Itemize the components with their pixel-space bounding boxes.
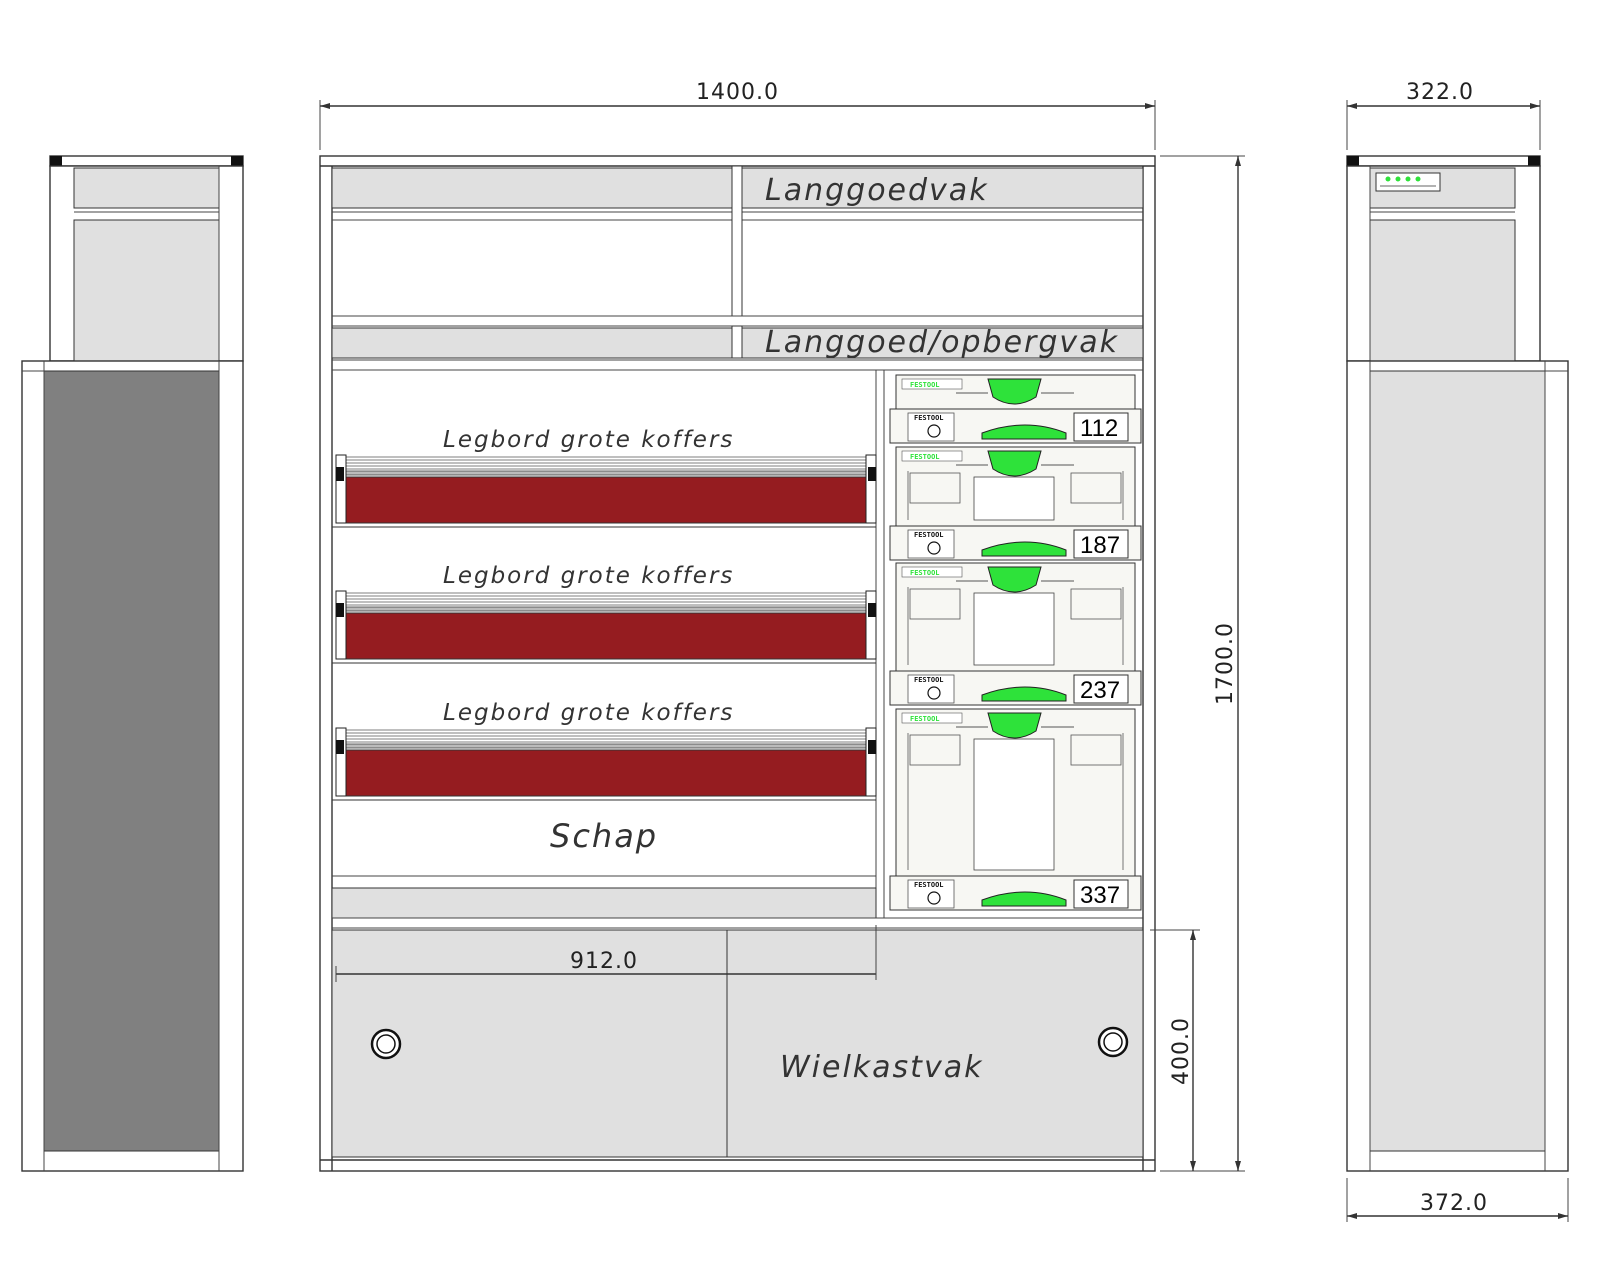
left-side-top-cap (49, 155, 244, 167)
wheel-compartment-label: Wielkastvak (780, 1050, 983, 1085)
vertical-divider-upper (731, 165, 743, 317)
long-goods-panel-right (741, 167, 1144, 209)
wheel-panel-right (726, 929, 1144, 1158)
shelf-label: Schap (550, 817, 658, 855)
systainer-logo-small: FESTOOL (914, 414, 944, 422)
wheel-height-dimension-line: 400.0 (1150, 929, 1200, 1171)
side-top-depth-dimension: 322.0 (1406, 80, 1474, 105)
left-side-cap-corner-left (50, 156, 62, 166)
shelf-tray-front (345, 476, 867, 524)
right-side-view (1346, 155, 1569, 1172)
knob-left[interactable] (370, 1028, 402, 1060)
right-side-upper-panel-2 (1369, 219, 1516, 362)
side-bottom-depth-dimension: 372.0 (1420, 1191, 1488, 1216)
side-top-dimension-line: 322.0 (1346, 80, 1541, 150)
systainer-2[interactable]: FESTOOL FESTOOL 187 (889, 446, 1142, 561)
front-view: Langgoedvak Langgoed/opbergvak Legbord g… (319, 155, 1156, 1172)
shelf-tray-label: Legbord grote koffers (443, 563, 734, 589)
shelf-tray-front (345, 612, 867, 660)
systainer-logo: FESTOOL (910, 569, 940, 577)
shelf-tray-label: Legbord grote koffers (443, 427, 734, 453)
knob-right[interactable] (1097, 1026, 1129, 1058)
shelf-tray-3[interactable]: Legbord grote koffers (332, 700, 877, 801)
long-goods-storage-panel-left (331, 327, 733, 359)
front-width-dimension: 1400.0 (696, 80, 779, 105)
height-dimension-line: 1700.0 (1160, 155, 1245, 1172)
left-side-view (21, 155, 244, 1172)
shelf-tray-2[interactable]: Legbord grote koffers (332, 563, 877, 664)
systainer-logo-small: FESTOOL (914, 881, 944, 889)
systainer-1[interactable]: FESTOOL FESTOOL 112 (889, 374, 1142, 444)
total-height-dimension: 1700.0 (1213, 622, 1238, 705)
right-side-cap-corner-left (1347, 156, 1359, 166)
systainer-number: 337 (1080, 882, 1120, 909)
systainer-logo-small: FESTOOL (914, 531, 944, 539)
systainer-handle-icon (987, 566, 1042, 593)
right-side-lower-panel (1369, 370, 1546, 1152)
systainer-handle-icon (987, 450, 1042, 477)
systainer-handle-icon (987, 378, 1042, 405)
systainer-logo: FESTOOL (910, 453, 940, 461)
side-bottom-dimension-line: 372.0 (1346, 1178, 1569, 1222)
left-side-upper-panel-1 (73, 167, 220, 209)
systainer-number: 187 (1080, 532, 1120, 559)
systainer-4[interactable]: FESTOOL FESTOOL 337 (889, 708, 1142, 911)
plinth-panel (331, 887, 877, 919)
systainer-3[interactable]: FESTOOL FESTOOL 237 (889, 562, 1142, 706)
shelf-tray-1[interactable]: Legbord grote koffers (332, 427, 877, 528)
systainer-logo: FESTOOL (910, 381, 940, 389)
wheel-height-dimension: 400.0 (1169, 1017, 1194, 1085)
shelf-tray-label: Legbord grote koffers (443, 700, 734, 726)
systainer-number: 112 (1080, 415, 1118, 442)
right-side-cap-corner-right (1528, 156, 1540, 166)
shelf-tray-front (345, 749, 867, 797)
left-side-lower-panel (43, 370, 220, 1152)
systainer-handle-icon (987, 712, 1042, 739)
systainer-number: 237 (1080, 677, 1120, 704)
vertical-divider-mid (731, 325, 743, 359)
long-goods-storage-label: Langgoed/opbergvak (765, 325, 1119, 360)
right-side-top-cap (1346, 155, 1541, 167)
shelf-width-dimension: 912.0 (570, 949, 638, 974)
systainer-logo: FESTOOL (910, 715, 940, 723)
left-side-cap-corner-right (231, 156, 243, 166)
brand-plate (1375, 172, 1441, 192)
left-side-upper-panel-2 (73, 219, 220, 362)
front-width-dimension-line: 1400.0 (319, 80, 1156, 150)
long-goods-panel-left (331, 167, 733, 209)
systainer-logo-small: FESTOOL (914, 676, 944, 684)
long-goods-label: Langgoedvak (765, 173, 989, 208)
